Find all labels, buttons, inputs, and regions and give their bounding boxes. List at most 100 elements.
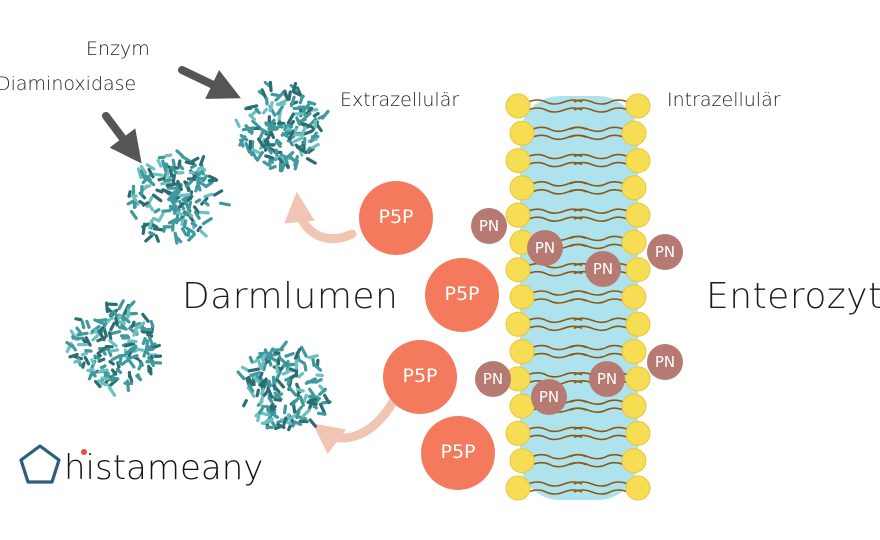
enzyme-strand: [293, 347, 302, 360]
enzyme-strand: [99, 364, 107, 370]
enzyme-strand: [151, 343, 161, 350]
enzyme-strand: [294, 143, 303, 151]
pn-label-4: PN: [654, 243, 676, 261]
enzyme-strand: [126, 306, 131, 319]
p5p-molecule-2: [425, 258, 499, 332]
enzyme-strand: [175, 149, 184, 158]
pn-label-8: PN: [654, 353, 676, 371]
enzyme-strand: [81, 361, 86, 369]
lipid-tail: [569, 453, 625, 460]
enzyme-strand: [241, 126, 255, 132]
enzyme-strand: [161, 159, 168, 173]
enzyme-strand: [149, 319, 155, 329]
enzyme-strand: [107, 331, 113, 341]
enzyme-strand: [300, 345, 308, 358]
enzyme-strand: [136, 347, 145, 352]
enzyme-strand: [68, 352, 79, 359]
enzyme-strand: [318, 402, 327, 415]
enzyme-molecules: [65, 80, 332, 432]
enzyme-strand: [157, 176, 166, 182]
lipid-tail: [527, 270, 583, 277]
enzyme-strand: [283, 89, 290, 101]
enzyme-strand: [316, 411, 327, 416]
enzyme-strand: [82, 338, 88, 346]
enzyme-strand: [305, 106, 314, 115]
lipid-head: [625, 93, 651, 119]
enzyme-strand: [147, 356, 155, 368]
enzyme-strand: [274, 92, 284, 102]
enzyme-strand: [272, 384, 281, 394]
enzyme-strand: [192, 205, 201, 215]
enzyme-strand: [163, 178, 173, 183]
enzyme-strand: [258, 378, 268, 387]
enzyme-strand: [203, 200, 210, 207]
enzyme-strand: [270, 411, 279, 419]
enzyme-strand: [273, 350, 281, 356]
enzyme-strand: [157, 212, 165, 222]
enzyme-strand: [85, 319, 91, 329]
enzyme-strand: [194, 175, 207, 181]
enzyme-strand: [262, 418, 270, 425]
enzyme-strand: [264, 142, 275, 147]
enzyme-strand: [151, 193, 163, 203]
enzyme-strand: [293, 159, 300, 171]
enzyme-strand: [91, 332, 101, 342]
enzyme-strand: [260, 411, 271, 417]
lipid-tail: [573, 434, 629, 441]
enzyme-strand: [305, 157, 317, 165]
lipid-tail: [573, 208, 629, 214]
enzyme-strand: [307, 354, 319, 360]
enzyme-strand: [147, 167, 155, 179]
enzyme-strand: [93, 354, 101, 361]
enzyme-strand: [130, 320, 136, 328]
enzyme-strand: [199, 229, 208, 238]
pn-label-3: PN: [592, 260, 614, 278]
enzyme-strand: [289, 95, 296, 108]
enzyme-strand: [260, 88, 268, 100]
enzyme-strand: [127, 339, 138, 344]
enzyme-strand: [279, 153, 288, 159]
enzyme-strand: [277, 157, 284, 164]
enzyme-strand: [201, 217, 213, 226]
enzyme-strand: [309, 117, 318, 126]
pn-molecule-7: [589, 361, 625, 397]
lipid-head: [621, 339, 647, 365]
enzyme-strand: [105, 301, 109, 314]
enterocyte-label: Enterozyt: [706, 276, 880, 317]
enzyme-strand: [275, 363, 279, 374]
enzyme-strand: [185, 226, 196, 235]
enzyme-strand: [180, 155, 192, 163]
enzyme-strand: [184, 179, 194, 188]
enzyme-strand: [248, 113, 257, 122]
enzyme-strand: [312, 362, 323, 372]
enzyme-strand: [116, 361, 121, 369]
enzyme-strand: [268, 347, 275, 356]
enzyme-strand: [199, 210, 210, 215]
enzyme-strand: [65, 341, 75, 349]
enzyme-strand: [260, 353, 267, 361]
enzyme-strand: [109, 348, 120, 353]
enzyme-strand: [193, 210, 201, 220]
enzyme-strand: [164, 153, 173, 158]
enzyme-strand: [196, 181, 202, 192]
lipid-head: [505, 148, 531, 174]
enzyme-strand: [274, 392, 284, 398]
enzyme-arrow-top: [178, 66, 241, 99]
enzyme-strand: [281, 370, 291, 376]
enzyme-strand: [196, 179, 207, 188]
enzyme-strand: [240, 365, 251, 373]
enzyme-strand: [74, 317, 83, 322]
enzyme-strand: [83, 355, 91, 366]
enzyme-strand: [194, 198, 202, 204]
enzyme-strand: [109, 321, 116, 332]
pn-label-6: PN: [538, 388, 560, 406]
enzyme-strand: [90, 358, 96, 366]
enzyme-strand: [310, 142, 320, 150]
enzyme-strand: [121, 335, 131, 340]
lipid-head: [621, 284, 647, 310]
enzyme-strand: [129, 209, 138, 220]
enzyme-strand: [282, 404, 288, 415]
enzyme-strand: [108, 360, 115, 366]
pn-label-2: PN: [534, 239, 556, 257]
enzyme-strand: [250, 149, 258, 161]
